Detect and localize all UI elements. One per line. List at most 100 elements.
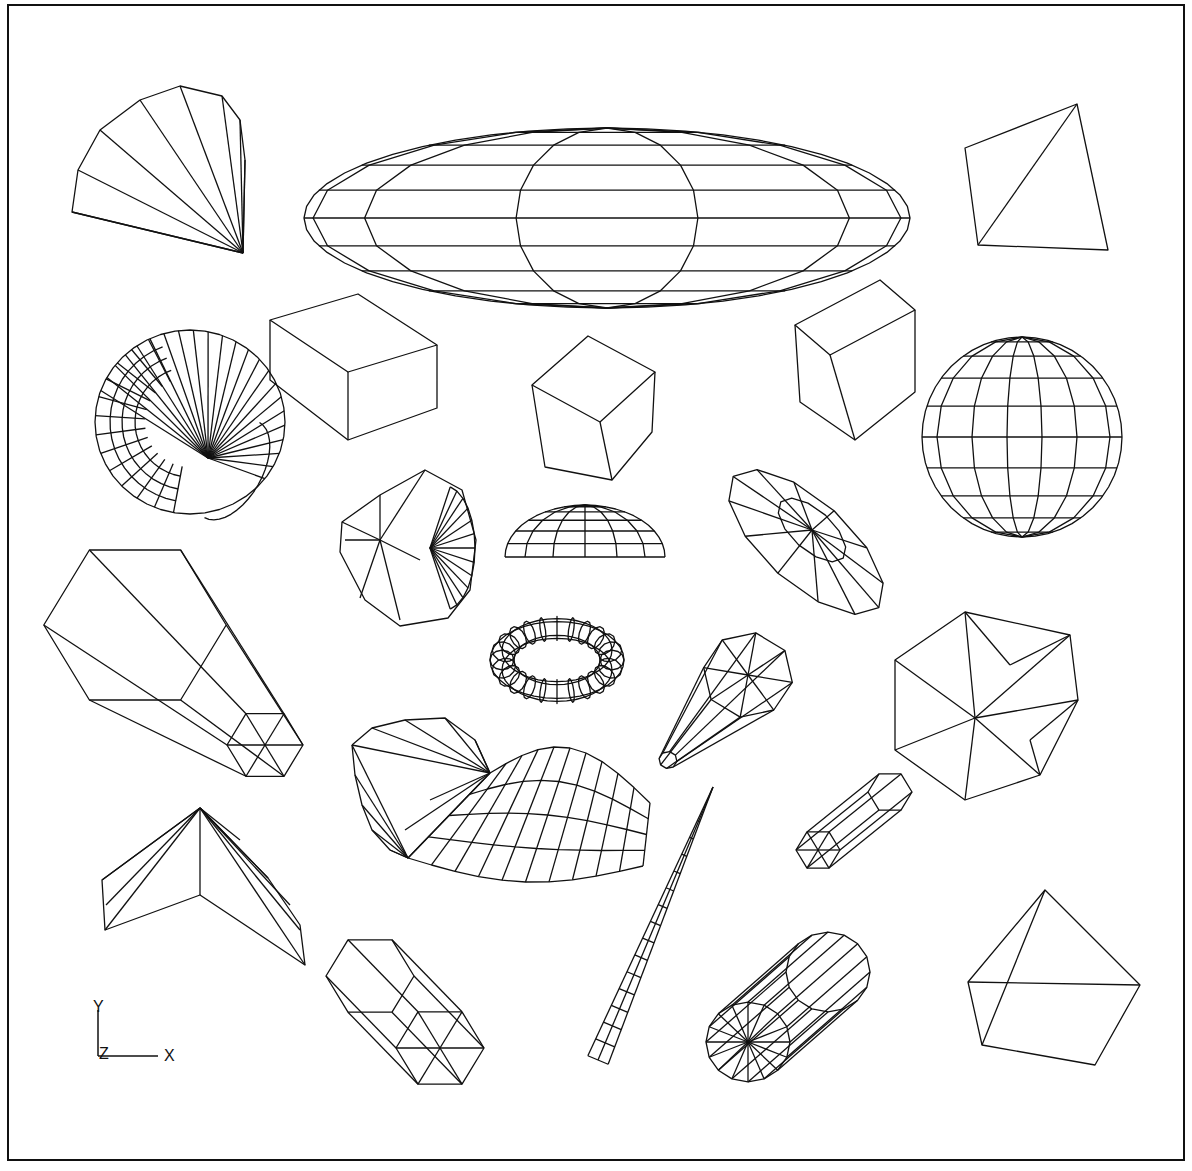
wire-outline bbox=[795, 310, 915, 440]
wire-outline bbox=[102, 808, 305, 965]
wire-outline bbox=[499, 634, 520, 655]
wire-line bbox=[643, 803, 650, 866]
wire-outline bbox=[607, 128, 698, 308]
wire-line bbox=[222, 96, 243, 253]
wire-line bbox=[105, 808, 200, 930]
wire-line bbox=[748, 650, 785, 675]
wire-line bbox=[432, 764, 507, 865]
wire-line bbox=[352, 745, 490, 773]
wire-line bbox=[380, 470, 425, 540]
wire-line bbox=[927, 405, 1117, 406]
wire-line bbox=[963, 517, 1081, 518]
wire-line bbox=[829, 810, 901, 868]
y-axis bbox=[97, 1010, 99, 1056]
wire-outline bbox=[540, 679, 546, 703]
wire-line bbox=[208, 458, 273, 467]
wire-line bbox=[704, 668, 748, 675]
wire-line bbox=[965, 612, 1010, 665]
wire-line bbox=[240, 120, 243, 253]
wire-line bbox=[706, 1041, 748, 1042]
wire-line bbox=[666, 888, 674, 891]
wire-line bbox=[718, 1042, 748, 1070]
wire-line bbox=[611, 1005, 627, 1012]
wire-line bbox=[818, 850, 829, 868]
wire-line bbox=[430, 773, 490, 800]
wire-line bbox=[690, 837, 694, 839]
wire-line bbox=[748, 1042, 764, 1079]
wire-line bbox=[208, 425, 285, 458]
wire-outline bbox=[972, 337, 1022, 537]
wire-outline bbox=[795, 280, 915, 355]
wire-line bbox=[748, 1012, 828, 1082]
wire-line bbox=[430, 548, 450, 609]
wire-outline bbox=[579, 676, 591, 699]
wire-line bbox=[963, 355, 1081, 356]
wire-line bbox=[807, 850, 818, 868]
wire-line bbox=[418, 1048, 440, 1084]
wire-line bbox=[418, 1012, 440, 1048]
wire-line bbox=[430, 547, 475, 548]
axis-label: X bbox=[164, 1048, 175, 1064]
wire-line bbox=[140, 100, 243, 253]
wire-outline bbox=[704, 633, 793, 717]
wire-line bbox=[675, 650, 784, 755]
wire-line bbox=[673, 710, 774, 767]
wire-line bbox=[812, 530, 883, 583]
wire-line bbox=[445, 718, 490, 773]
wire-outline bbox=[352, 718, 490, 773]
wire-line bbox=[740, 675, 748, 717]
wire-line bbox=[670, 633, 756, 752]
wire-line bbox=[96, 428, 146, 435]
wire-line bbox=[718, 944, 798, 1014]
wire-line bbox=[345, 539, 380, 540]
wire-outline bbox=[340, 470, 476, 626]
wire-line bbox=[348, 940, 418, 1012]
wire-line bbox=[265, 744, 303, 745]
wire-line bbox=[705, 803, 706, 805]
wire-line bbox=[440, 1012, 462, 1048]
wire-line bbox=[475, 740, 490, 773]
wire-line bbox=[796, 849, 818, 850]
wire-line bbox=[748, 1042, 778, 1070]
wire-line bbox=[941, 378, 1103, 379]
wire-line bbox=[430, 520, 472, 548]
wire-line bbox=[99, 397, 147, 410]
wire-line bbox=[1030, 740, 1040, 775]
wire-line bbox=[193, 330, 208, 458]
wire-outline bbox=[304, 128, 910, 308]
wire-line bbox=[627, 972, 641, 978]
wire-line bbox=[596, 773, 618, 876]
wire-outline bbox=[490, 747, 650, 803]
wire-line bbox=[430, 487, 450, 548]
wire-line bbox=[922, 436, 1122, 437]
frame-border bbox=[8, 5, 1184, 1160]
wire-line bbox=[711, 675, 748, 700]
wire-line bbox=[674, 871, 680, 874]
wire-line bbox=[362, 164, 852, 165]
wire-line bbox=[405, 720, 490, 773]
wire-outline bbox=[110, 347, 176, 501]
wire-line bbox=[787, 957, 867, 1027]
wire-line bbox=[604, 1022, 622, 1029]
wire-outline bbox=[365, 128, 607, 308]
wire-line bbox=[748, 1027, 787, 1042]
wire-line bbox=[787, 987, 867, 1057]
wire-outline bbox=[599, 642, 622, 662]
wire-outline bbox=[532, 336, 655, 422]
wire-line bbox=[764, 935, 844, 1005]
wire-line bbox=[718, 1014, 748, 1042]
wire-outline bbox=[594, 666, 615, 687]
wire-line bbox=[208, 411, 284, 458]
wire-outline bbox=[553, 505, 585, 557]
wire-outline bbox=[270, 320, 437, 440]
wire-line bbox=[807, 832, 818, 850]
wire-line bbox=[650, 921, 660, 925]
wire-line bbox=[608, 787, 713, 1064]
wire-line bbox=[812, 530, 818, 602]
wire-line bbox=[502, 747, 554, 880]
wire-line bbox=[246, 745, 265, 776]
wire-line bbox=[429, 145, 785, 146]
wire-line bbox=[968, 982, 1140, 985]
wire-line bbox=[790, 972, 870, 1042]
wire-line bbox=[380, 540, 420, 560]
